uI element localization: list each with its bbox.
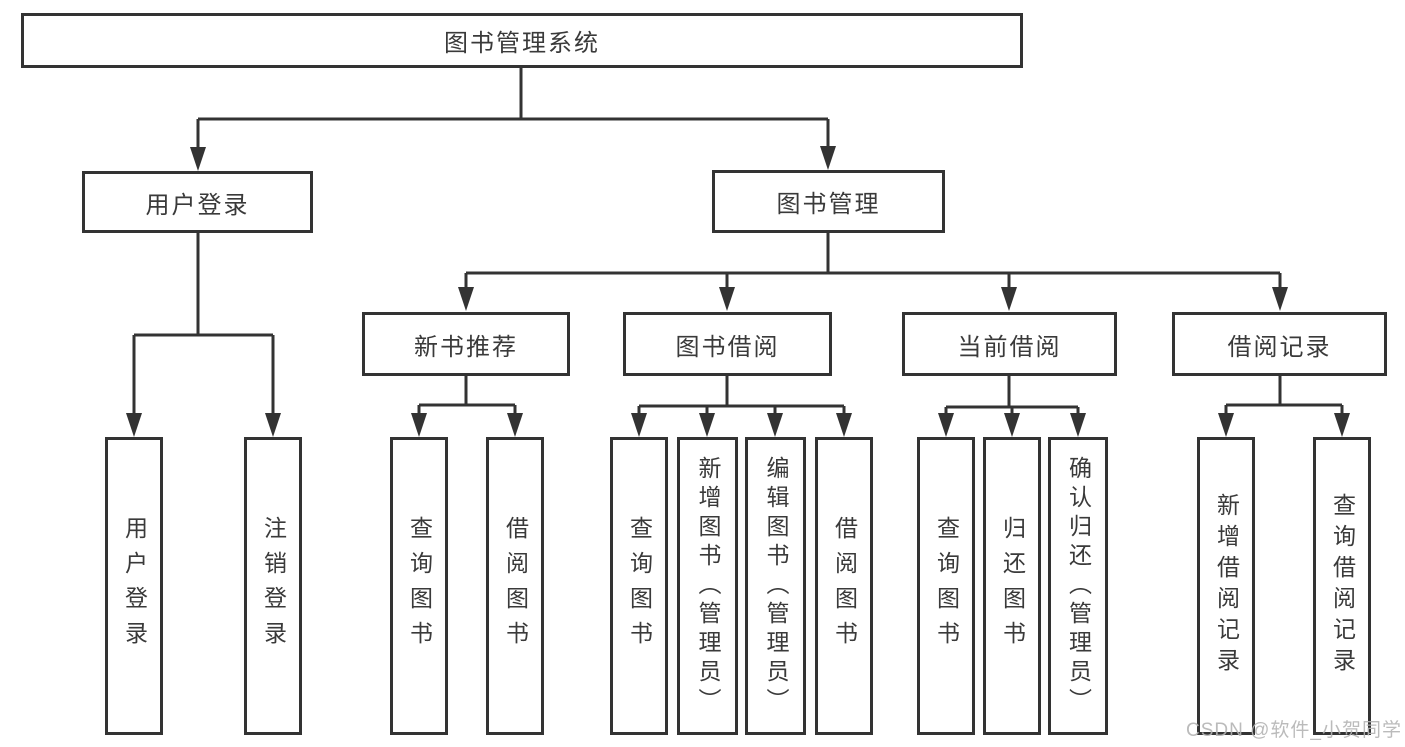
leaf-label: 借阅图书 (502, 516, 529, 656)
leaf-label: 借阅图书 (831, 516, 858, 656)
leaf-label: 用户登录 (121, 516, 148, 656)
node-book-management: 图书管理 (712, 170, 945, 233)
node-label: 当前借阅 (957, 333, 1062, 361)
leaf-label: 编辑图书（管理员） (763, 455, 789, 717)
leaf-query-borrow-record: 查询借阅记录 (1313, 437, 1371, 735)
csdn-watermark: CSDN @软件_小贺同学 (1186, 720, 1402, 741)
leaf-borrow-books: 借阅图书 (486, 437, 544, 735)
leaf-label: 查询图书 (406, 516, 433, 656)
leaf-add-borrow-record: 新增借阅记录 (1197, 437, 1255, 735)
leaf-logout: 注销登录 (244, 437, 302, 735)
node-library-management-system: 图书管理系统 (21, 13, 1023, 68)
node-user-login: 用户登录 (82, 171, 313, 233)
leaf-return-books: 归还图书 (983, 437, 1041, 735)
node-label: 图书管理系统 (444, 30, 600, 57)
leaf-label: 新增图书（管理员） (695, 455, 721, 717)
node-label: 借阅记录 (1227, 333, 1332, 361)
node-borrowing-records: 借阅记录 (1172, 312, 1387, 376)
leaf-label: 归还图书 (999, 516, 1026, 656)
leaf-add-books-admin: 新增图书（管理员） (677, 437, 738, 735)
leaf-label: 新增借阅记录 (1213, 493, 1240, 679)
node-new-book-recommend: 新书推荐 (362, 312, 570, 376)
node-label: 新书推荐 (414, 333, 518, 361)
node-label: 图书借阅 (675, 333, 780, 361)
leaf-label: 查询借阅记录 (1329, 493, 1356, 679)
leaf-borrow-books: 借阅图书 (815, 437, 873, 735)
arrowheads (126, 146, 1350, 437)
node-label: 用户登录 (145, 191, 250, 219)
leaf-label: 注销登录 (260, 516, 287, 656)
node-book-borrowing: 图书借阅 (623, 312, 832, 376)
leaf-edit-books-admin: 编辑图书（管理员） (745, 437, 806, 735)
leaf-label: 查询图书 (933, 516, 960, 656)
leaf-label: 查询图书 (626, 516, 653, 656)
leaf-user-login: 用户登录 (105, 437, 163, 735)
node-current-borrowing: 当前借阅 (902, 312, 1117, 376)
leaf-confirm-return-admin: 确认归还（管理员） (1048, 437, 1108, 735)
leaf-query-books: 查询图书 (610, 437, 668, 735)
leaf-query-books: 查询图书 (390, 437, 448, 735)
leaf-label: 确认归还（管理员） (1065, 455, 1092, 717)
leaf-query-books: 查询图书 (917, 437, 975, 735)
node-label: 图书管理 (776, 191, 881, 218)
